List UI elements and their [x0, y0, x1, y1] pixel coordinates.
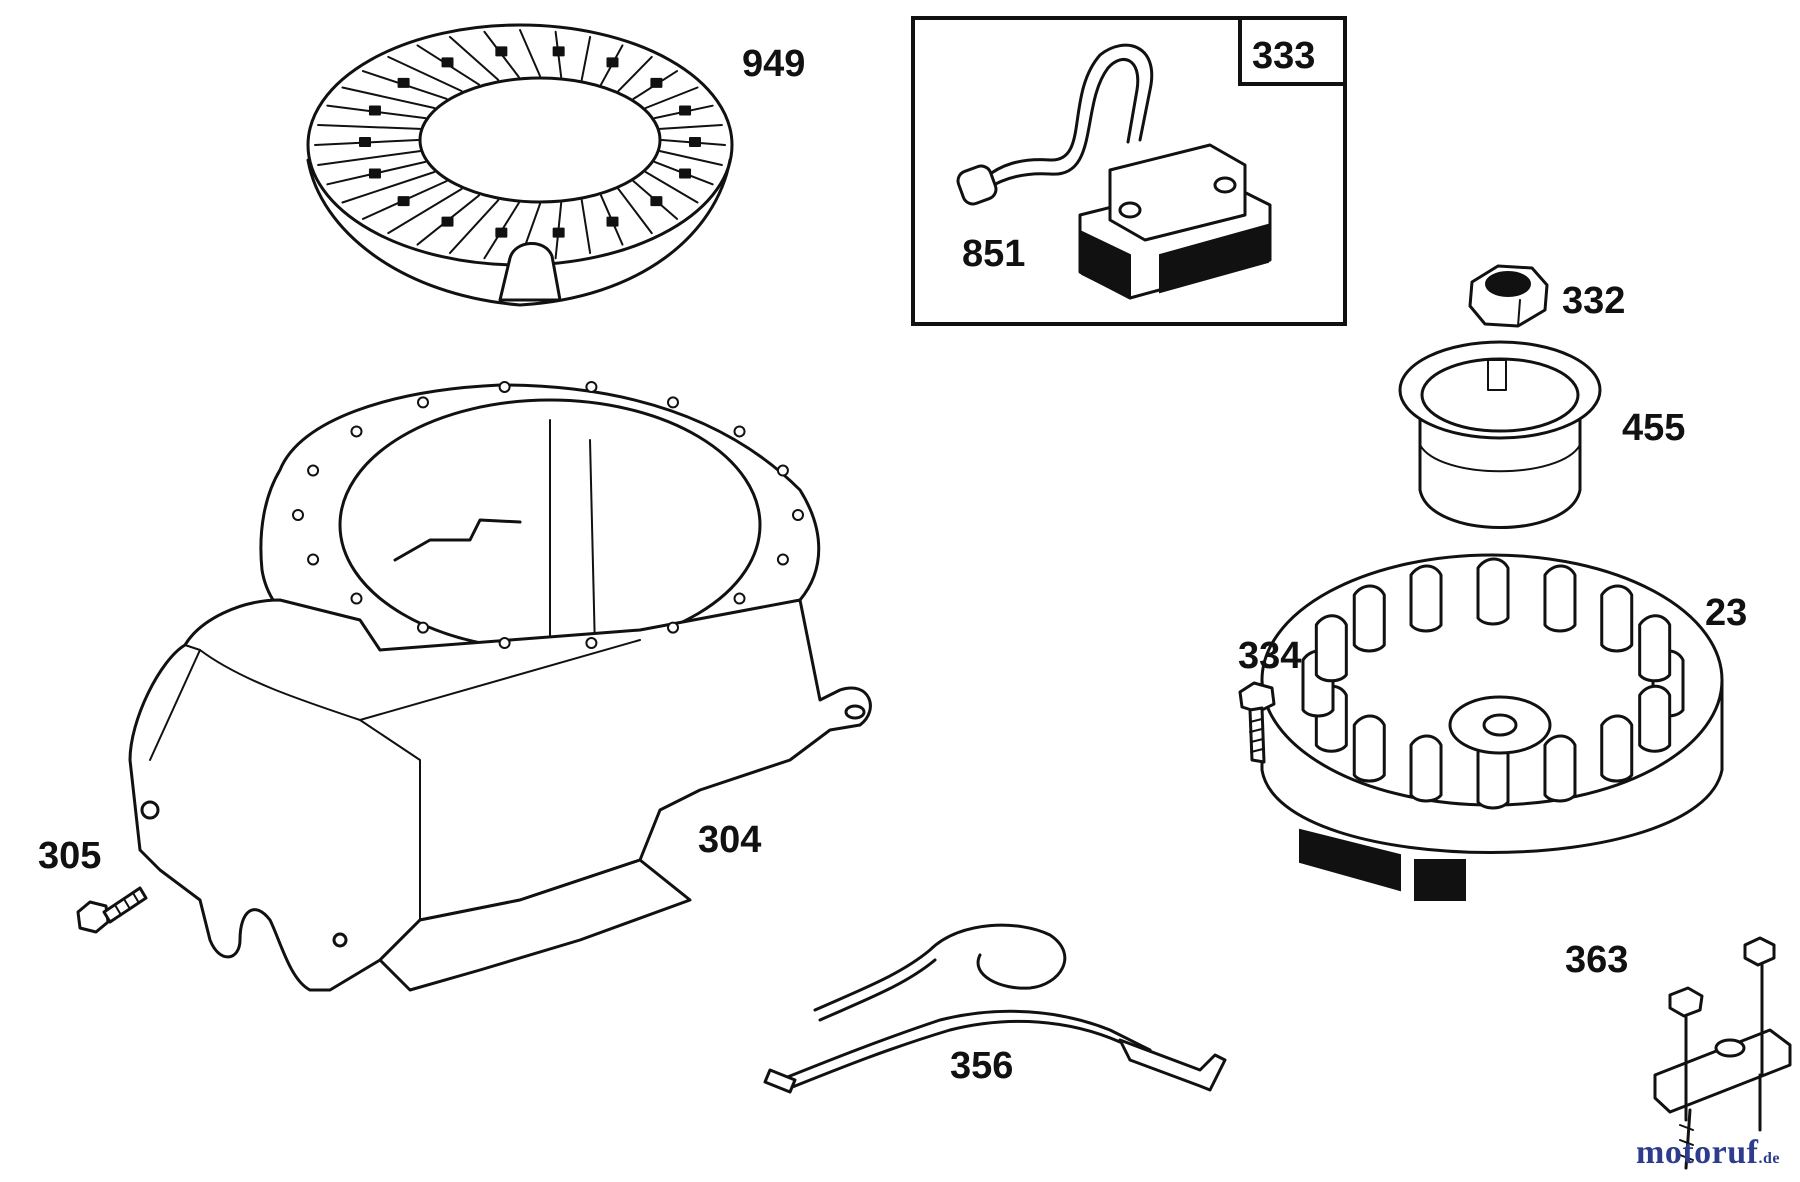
- part-number-949: 949: [742, 43, 805, 85]
- part-number-23: 23: [1705, 592, 1747, 634]
- blower-housing-drawing: [128, 380, 872, 992]
- part-number-304: 304: [698, 819, 761, 861]
- part-number-851: 851: [962, 233, 1025, 275]
- part-number-305: 305: [38, 835, 101, 877]
- inset-box-label: 333: [1252, 35, 1315, 77]
- starter-cup-drawing: [1398, 340, 1602, 529]
- ground-wire-drawing: [763, 923, 1227, 1094]
- part-number-356: 356: [950, 1045, 1013, 1087]
- watermark-tld: .de: [1758, 1150, 1780, 1167]
- part-number-334: 334: [1238, 635, 1301, 677]
- flywheel-screw-drawing: [1238, 681, 1276, 764]
- armature-inset: [911, 16, 1347, 326]
- part-number-332: 332: [1562, 280, 1625, 322]
- housing-screw-drawing: [76, 886, 148, 934]
- motoruf-watermark-logo: motoruf.de: [1636, 1134, 1780, 1172]
- watermark-brand: motoruf: [1636, 1134, 1759, 1171]
- flywheel-nut-drawing: [1468, 264, 1549, 328]
- blower-screen-drawing: [306, 23, 734, 307]
- stop-switch-drawing: [1653, 936, 1792, 1170]
- flywheel-drawing: [1260, 553, 1724, 901]
- part-number-363: 363: [1565, 939, 1628, 981]
- part-number-455: 455: [1622, 407, 1685, 449]
